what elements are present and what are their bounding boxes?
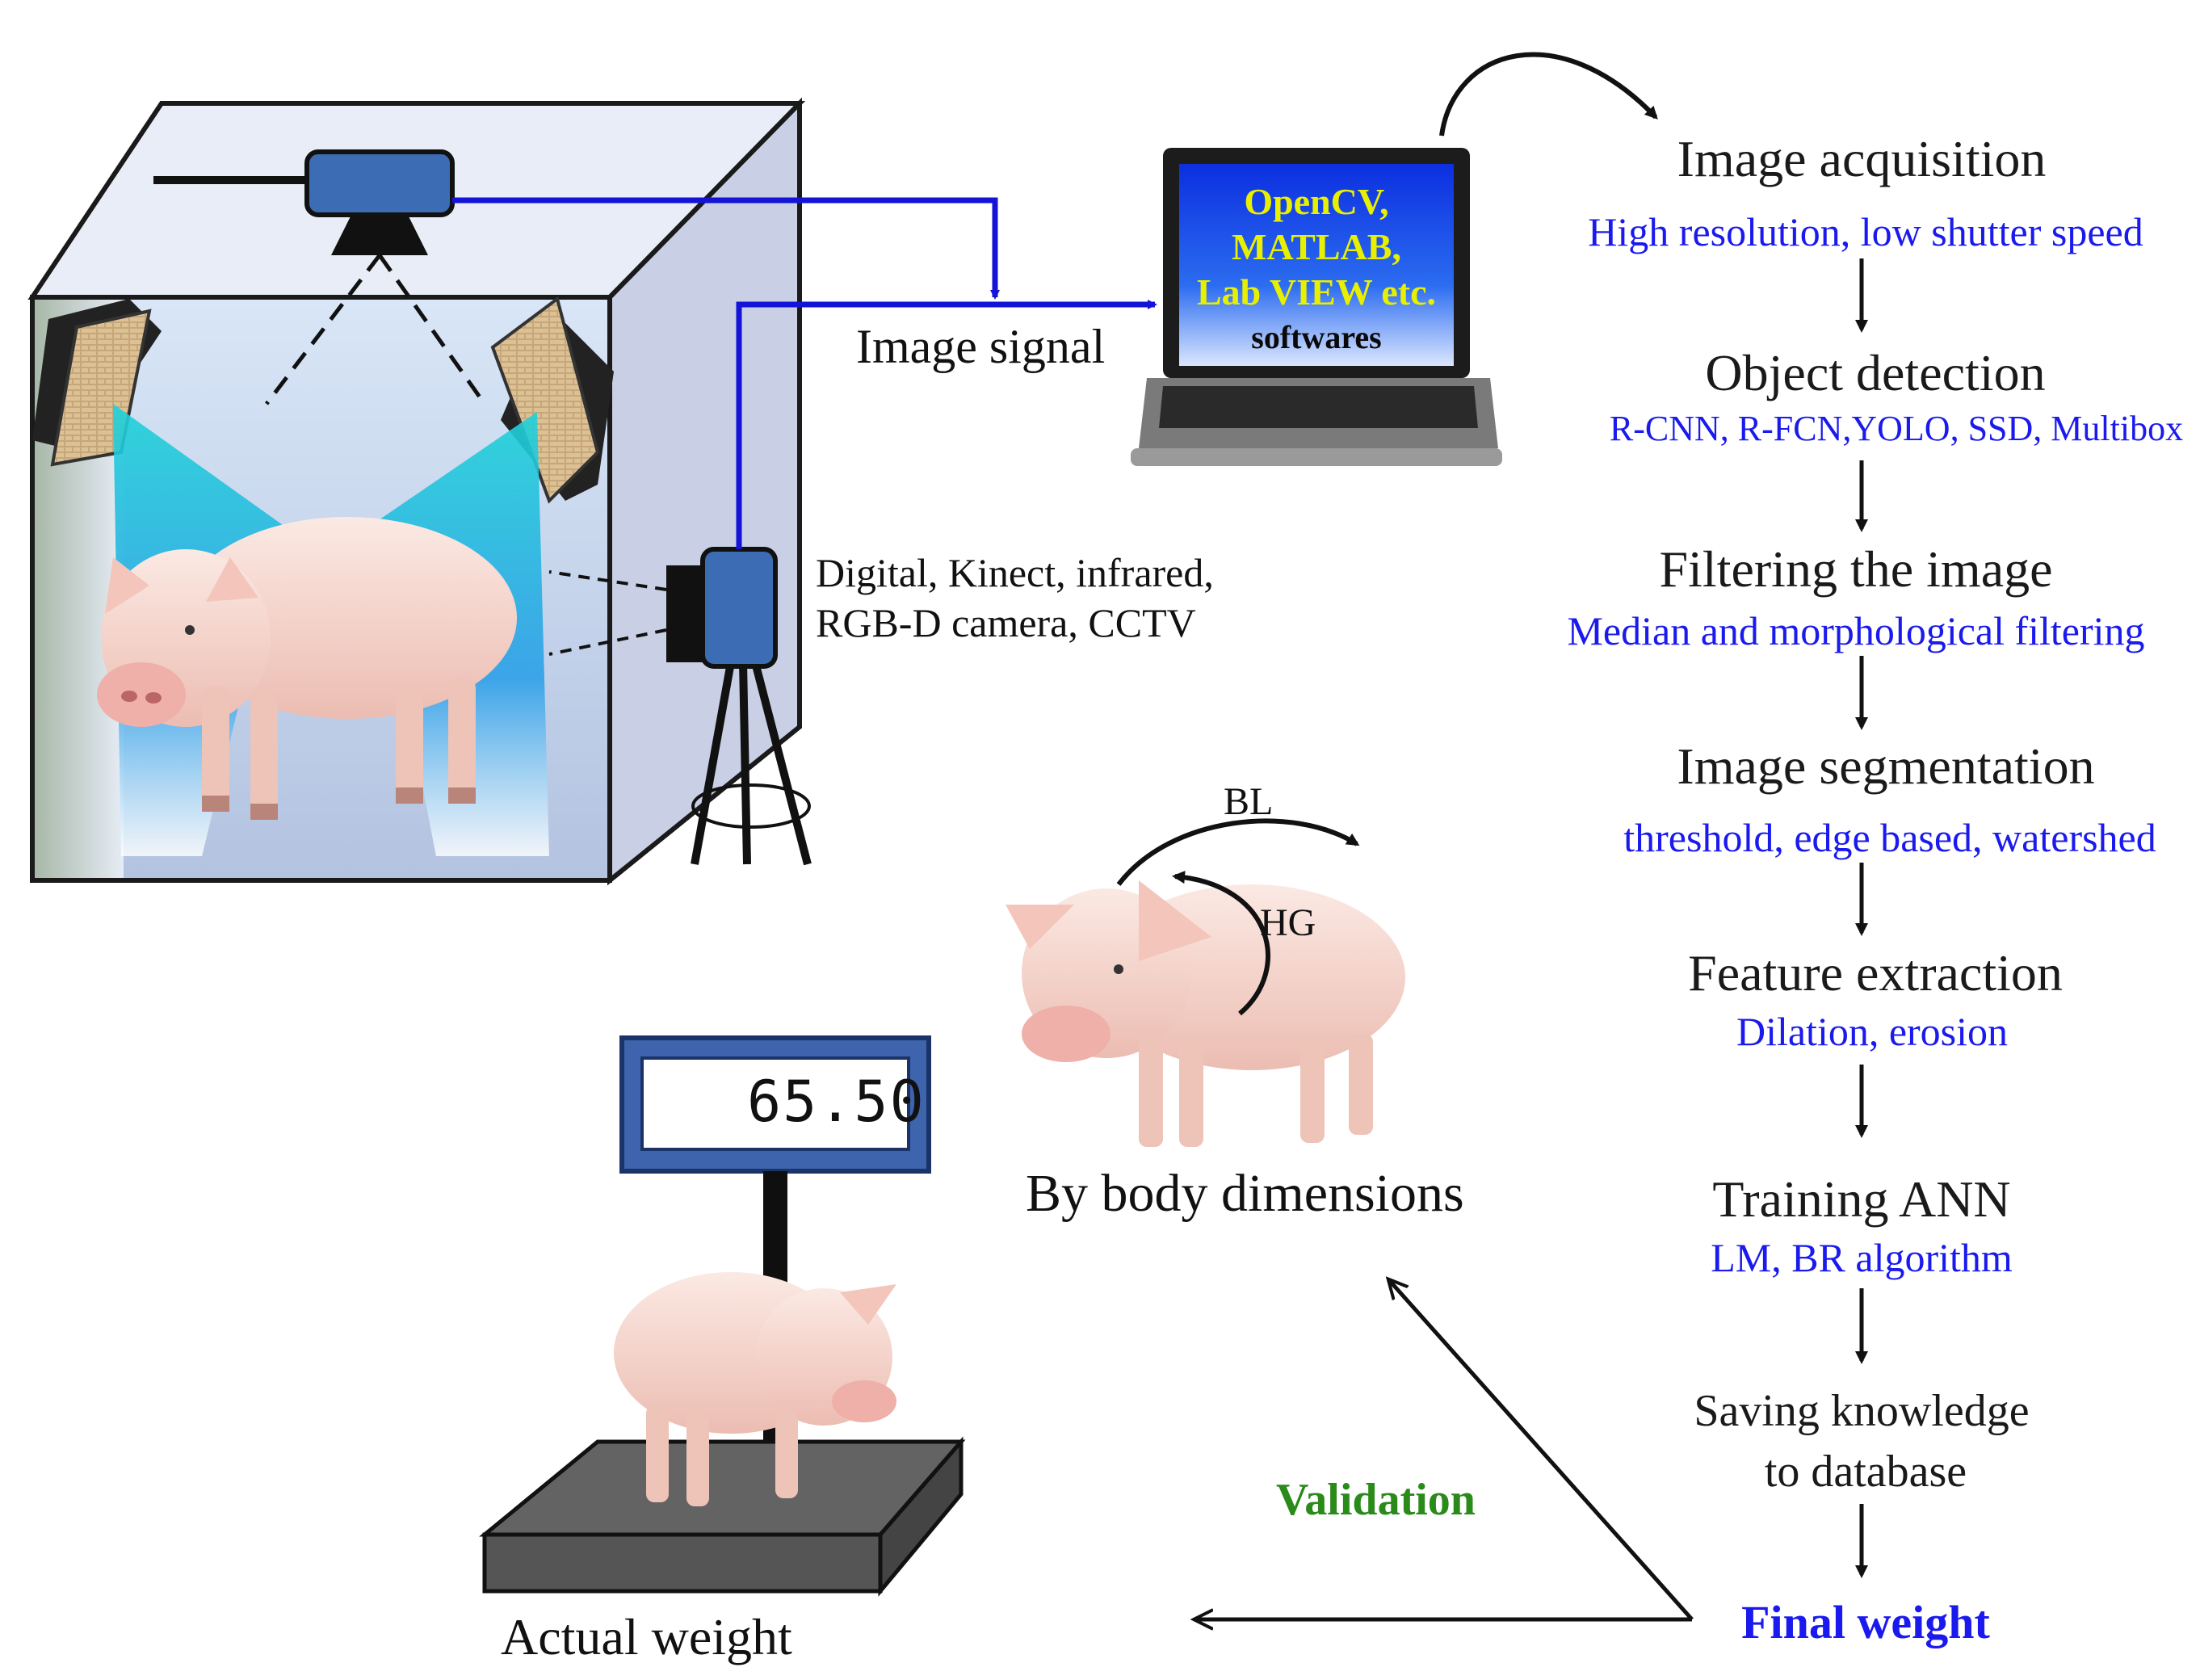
camera-icon xyxy=(548,547,778,669)
heart-girth-arrow xyxy=(1172,871,1270,1016)
step-detail: High resolution, low shutter speed xyxy=(1588,209,2143,254)
step-filtering: Filtering the image xyxy=(1659,540,2053,598)
step-segmentation: Image segmentation xyxy=(1677,737,2095,795)
step-object-detection: Object detection xyxy=(1705,344,2046,401)
final-weight-label: Final weight xyxy=(1741,1596,1990,1648)
camera-types-label: Digital, Kinect, infrared, xyxy=(816,550,1214,595)
software-line: OpenCV, xyxy=(1244,181,1389,222)
camera-types-label: RGB-D camera, CCTV xyxy=(816,600,1196,645)
pig-icon xyxy=(97,517,517,820)
software-list: OpenCV, MATLAB, Lab VIEW etc. softwares xyxy=(1179,179,1454,360)
image-signal-lines xyxy=(452,197,1157,549)
step-detail: threshold, edge based, watershed xyxy=(1623,815,2156,860)
pig-icon xyxy=(1006,880,1405,1147)
loop-arrow xyxy=(1439,52,1658,136)
step-detail: LM, BR algorithm xyxy=(1711,1235,2013,1280)
camera-icon xyxy=(265,149,487,405)
step-saving-knowledge-detail: to database xyxy=(1764,1447,1967,1497)
scale-icon xyxy=(479,1035,966,1597)
actual-weight-label: Actual weight xyxy=(501,1608,792,1665)
step-feature-extraction: Feature extraction xyxy=(1688,944,2063,1002)
validation-arrows xyxy=(1195,1280,1694,1619)
body-length-label: BL xyxy=(1224,780,1274,823)
software-line: MATLAB, xyxy=(1232,226,1401,267)
heart-girth-label: HG xyxy=(1260,901,1316,944)
body-dimensions-label: By body dimensions xyxy=(1026,1164,1464,1223)
step-detail: Median and morphological filtering xyxy=(1567,608,2145,653)
step-training-ann: Training ANN xyxy=(1712,1170,2011,1228)
body-length-arrow xyxy=(1116,818,1360,886)
scale-display: 65.50 xyxy=(747,1069,926,1135)
software-line: Lab VIEW etc. xyxy=(1196,271,1437,313)
image-signal-label: Image signal xyxy=(856,320,1106,373)
step-saving-knowledge: Saving knowledge xyxy=(1694,1386,2030,1436)
pig-icon xyxy=(614,1272,896,1506)
laptop-icon xyxy=(1131,148,1502,466)
step-detail: Dilation, erosion xyxy=(1736,1009,2009,1054)
software-line: softwares xyxy=(1251,319,1382,355)
step-detail: R-CNN, R-FCN,YOLO, SSD, Multibox xyxy=(1609,409,2184,448)
step-image-acquisition: Image acquisition xyxy=(1677,130,2047,187)
tripod-icon xyxy=(691,661,812,866)
validation-label: Validation xyxy=(1276,1475,1476,1525)
